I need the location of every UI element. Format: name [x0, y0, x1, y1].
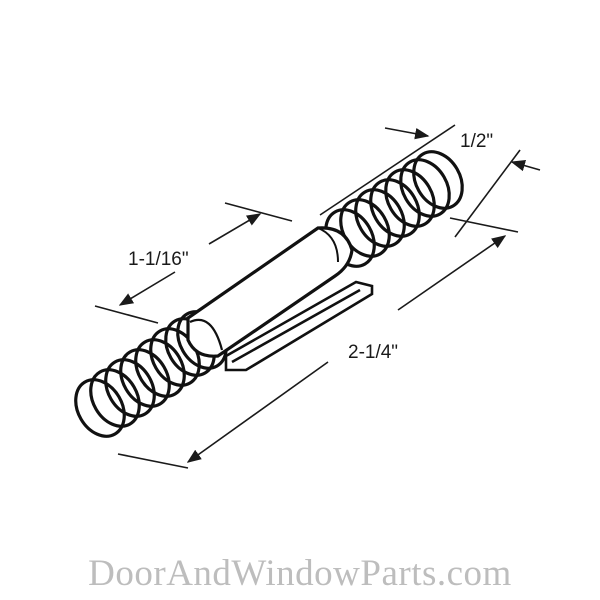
center-body	[186, 226, 354, 358]
dimension-label-body-length: 1-1/16"	[128, 249, 189, 270]
right-spring	[324, 150, 464, 268]
dimension-spring-diameter	[319, 124, 541, 238]
dimension-label-overall-length: 2-1/4"	[348, 342, 398, 363]
watermark: DoorAndWindowParts.com	[88, 553, 512, 594]
dimension-overall-length	[117, 217, 519, 469]
dimension-label-spring-diameter: 1/2"	[460, 131, 493, 152]
flat-tab	[224, 280, 374, 372]
dimension-body-length	[94, 202, 293, 324]
